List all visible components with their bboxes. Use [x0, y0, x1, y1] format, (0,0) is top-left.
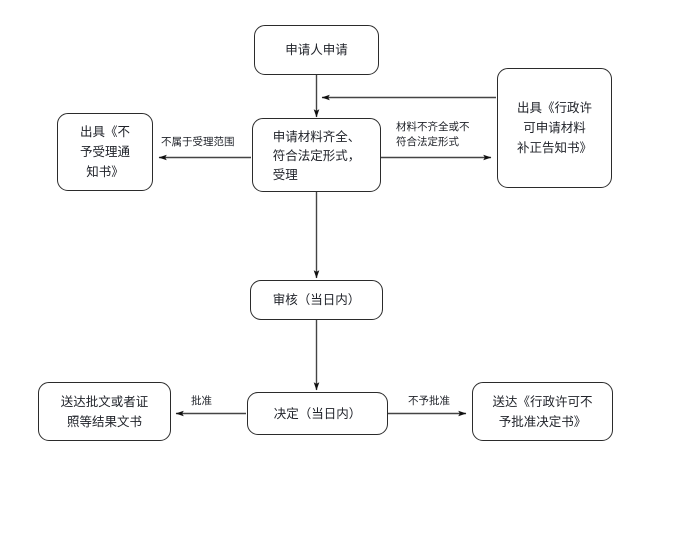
- edge-label-materials-incomplete: 材料不齐全或不 符合法定形式: [396, 121, 470, 148]
- node-decision-same-day[interactable]: 决定（当日内）: [247, 392, 388, 435]
- node-label: 出具《行政许 可申请材料 补正告知书》: [516, 100, 592, 155]
- node-label: 申请人申请: [285, 42, 348, 57]
- edge-label-not-approved: 不予批准: [408, 395, 450, 407]
- node-issue-correction-notice[interactable]: 出具《行政许 可申请材料 补正告知书》: [497, 68, 612, 188]
- edge-label-out-of-scope: 不属于受理范围: [161, 136, 235, 148]
- edge-label-approved: 批准: [191, 395, 212, 407]
- node-label: 出具《不 予受理通 知书》: [79, 124, 130, 179]
- node-review-same-day[interactable]: 审核（当日内）: [250, 280, 383, 320]
- node-label: 送达批文或者证 照等结果文书: [60, 393, 149, 429]
- node-materials-complete-accepted[interactable]: 申请材料齐全、 符合法定形式， 受理: [252, 118, 381, 192]
- node-issue-non-acceptance-notice[interactable]: 出具《不 予受理通 知书》: [57, 113, 153, 191]
- node-deliver-denial-decision[interactable]: 送达《行政许可不 予批准决定书》: [472, 382, 613, 441]
- node-applicant-application[interactable]: 申请人申请: [254, 25, 379, 75]
- node-label: 决定（当日内）: [273, 405, 362, 421]
- node-label: 送达《行政许可不 予批准决定书》: [492, 393, 593, 429]
- node-deliver-approval-documents[interactable]: 送达批文或者证 照等结果文书: [38, 382, 171, 441]
- node-label: 申请材料齐全、 符合法定形式， 受理: [272, 128, 361, 182]
- node-label: 审核（当日内）: [272, 292, 361, 307]
